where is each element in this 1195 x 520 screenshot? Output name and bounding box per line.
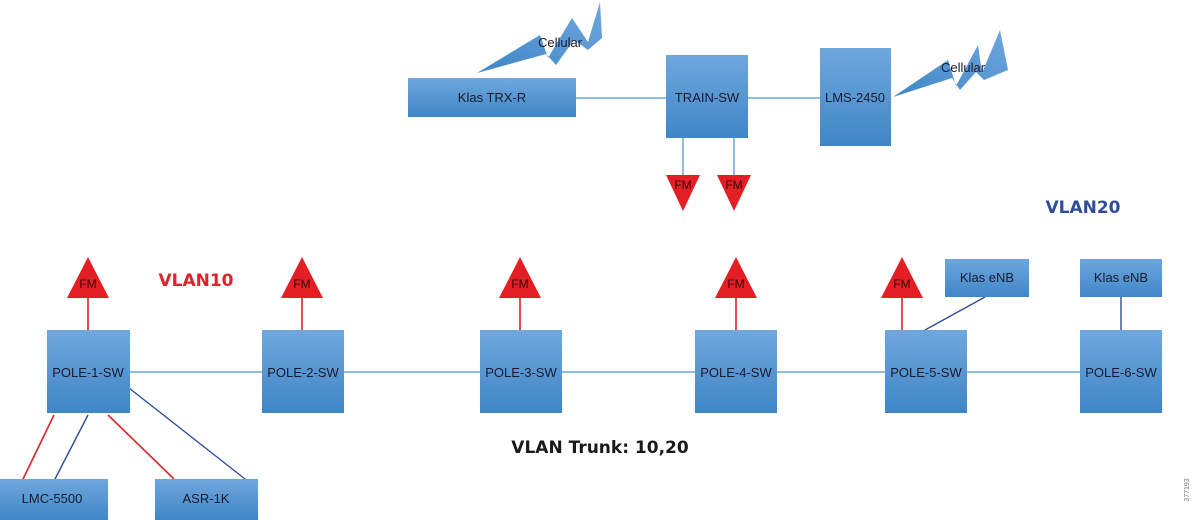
node-label: POLE-4-SW (700, 365, 772, 380)
vlan10-links (22, 298, 903, 480)
node-label: Klas eNB (1094, 270, 1148, 285)
cellular-label: Cellular (538, 35, 583, 50)
asr-1k-node[interactable]: ASR-1K (155, 479, 258, 520)
trunk-label: VLAN Trunk: 10,20 (511, 438, 689, 458)
link-pole1-lmc-red (22, 414, 55, 480)
fm-label: FM (674, 178, 691, 192)
node-label: LMC-5500 (22, 491, 83, 506)
train-sw-node[interactable]: TRAIN-SW (666, 55, 748, 138)
fm-label: FM (725, 178, 742, 192)
fm-label: FM (79, 277, 96, 291)
fm-label: FM (893, 277, 910, 291)
fm-antenna-icon: FM (281, 257, 323, 298)
pole-2-switch[interactable]: POLE-2-SW (262, 330, 344, 413)
lmc-5500-node[interactable]: LMC-5500 (0, 479, 108, 520)
fm-antenna-icon: FM (715, 257, 757, 298)
node-label: POLE-3-SW (485, 365, 557, 380)
vlan20-label: VLAN20 (1045, 198, 1120, 218)
pole-1-switch[interactable]: POLE-1-SW (47, 330, 130, 413)
fm-antenna-icon: FM (67, 257, 109, 298)
node-label: Klas eNB (960, 270, 1014, 285)
pole-4-switch[interactable]: POLE-4-SW (695, 330, 777, 413)
fm-label: FM (511, 277, 528, 291)
link-pole1-asr-red (107, 414, 175, 480)
klas-trx-r-node[interactable]: Klas TRX-R (408, 78, 576, 117)
cellular-icon: Cellular (893, 30, 1008, 97)
node-label: POLE-1-SW (52, 365, 124, 380)
vlan10-label: VLAN10 (158, 271, 233, 291)
cellular-label: Cellular (941, 60, 986, 75)
klas-enb-node[interactable]: Klas eNB (1080, 259, 1162, 297)
node-label: TRAIN-SW (675, 90, 740, 105)
node-label: POLE-6-SW (1085, 365, 1157, 380)
link-pole1-lmc-blue (54, 414, 89, 480)
figure-id: 377193 (1184, 478, 1191, 501)
link-pole5-enb (924, 296, 986, 331)
node-label: Klas TRX-R (458, 90, 526, 105)
node-label: ASR-1K (183, 491, 230, 506)
node-label: POLE-2-SW (267, 365, 339, 380)
lms-2450-node[interactable]: LMS-2450 (820, 48, 891, 146)
fm-antenna-icon: FM (881, 257, 923, 298)
klas-enb-node[interactable]: Klas eNB (945, 259, 1029, 297)
link-pole1-asr-blue (128, 387, 246, 480)
node-label: POLE-5-SW (890, 365, 962, 380)
node-label: LMS-2450 (825, 90, 885, 105)
cellular-icon: Cellular (477, 2, 602, 73)
fm-antenna-icon: FM (717, 175, 751, 211)
fm-label: FM (727, 277, 744, 291)
vlan20-links (54, 296, 1122, 480)
pole-3-switch[interactable]: POLE-3-SW (480, 330, 562, 413)
pole-6-switch[interactable]: POLE-6-SW (1080, 330, 1162, 413)
fm-antenna-icon: FM (499, 257, 541, 298)
fm-label: FM (293, 277, 310, 291)
fm-antenna-icon: FM (666, 175, 700, 211)
pole-5-switch[interactable]: POLE-5-SW (885, 330, 967, 413)
